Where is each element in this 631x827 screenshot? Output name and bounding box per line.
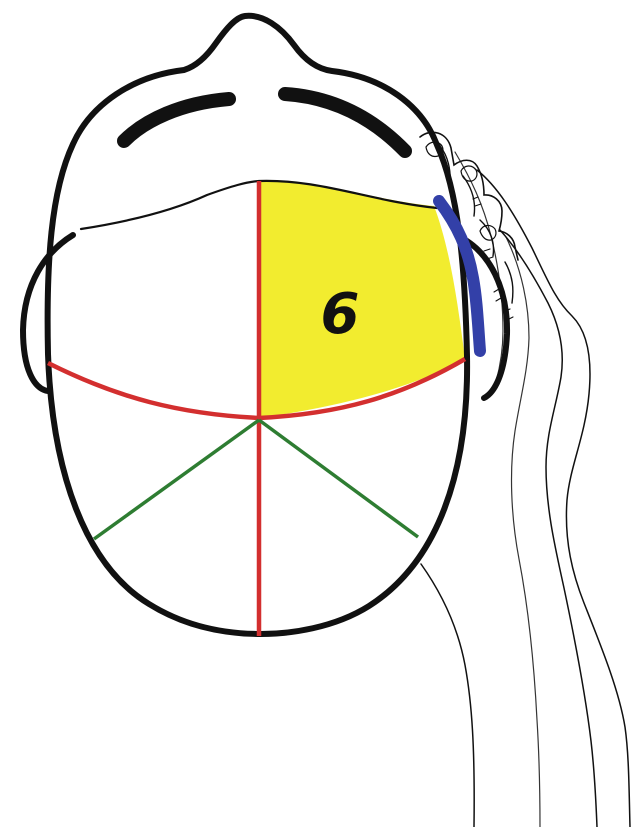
fingernail-3 [480,225,496,240]
zone-label: 6 [321,282,360,347]
arm-outline-3 [421,564,474,827]
left-eyebrow [124,99,229,141]
right-eyebrow [285,94,405,151]
arm-outline-4 [506,237,540,827]
highlighted-zone [259,181,465,418]
right-diagonal [259,420,418,537]
arm-outline-1 [477,170,630,827]
left-diagonal [94,420,259,539]
